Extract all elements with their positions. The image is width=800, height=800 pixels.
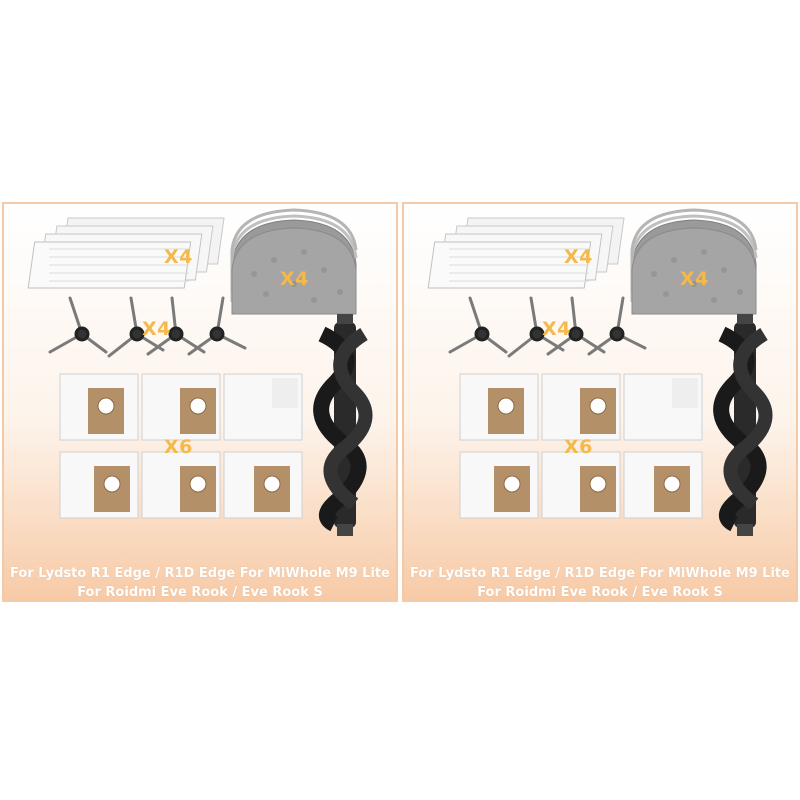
- product-panel-left: X4 X4 X4 X6 For Lydsto R1 Edge / R1D Edg…: [2, 202, 398, 602]
- filter-quantity-label: X4: [564, 246, 593, 268]
- filter-quantity-label: X4: [164, 246, 193, 268]
- brush-quantity-label: X4: [142, 318, 171, 340]
- mop-quantity-label: X4: [680, 268, 709, 290]
- mop-pad-stack: [230, 208, 358, 315]
- caption-line-1: For Lydsto R1 Edge / R1D Edge For MiWhol…: [10, 566, 390, 581]
- product-panel-right: X4 X4 X4 X6 For Lydsto R1 Edge / R1D Edg…: [402, 202, 798, 602]
- caption-line-1: For Lydsto R1 Edge / R1D Edge For MiWhol…: [410, 566, 790, 581]
- side-brushes: [448, 296, 647, 358]
- dust-bags: [459, 373, 703, 519]
- bag-quantity-label: X6: [564, 436, 593, 458]
- mop-pad-stack: [630, 208, 758, 315]
- caption-line-2: For Roidmi Eve Rook / Eve Rook S: [77, 585, 323, 600]
- product-illustration: [27, 208, 373, 536]
- product-illustration: [427, 208, 773, 536]
- caption-line-2: For Roidmi Eve Rook / Eve Rook S: [477, 585, 723, 600]
- mop-quantity-label: X4: [280, 268, 309, 290]
- side-brushes: [48, 296, 247, 358]
- brush-quantity-label: X4: [542, 318, 571, 340]
- main-roller-brush: [713, 314, 773, 536]
- dust-bags: [59, 373, 303, 519]
- hepa-filter-stack: [27, 217, 225, 289]
- hepa-filter-stack: [427, 217, 625, 289]
- main-roller-brush: [313, 314, 373, 536]
- bag-quantity-label: X6: [164, 436, 193, 458]
